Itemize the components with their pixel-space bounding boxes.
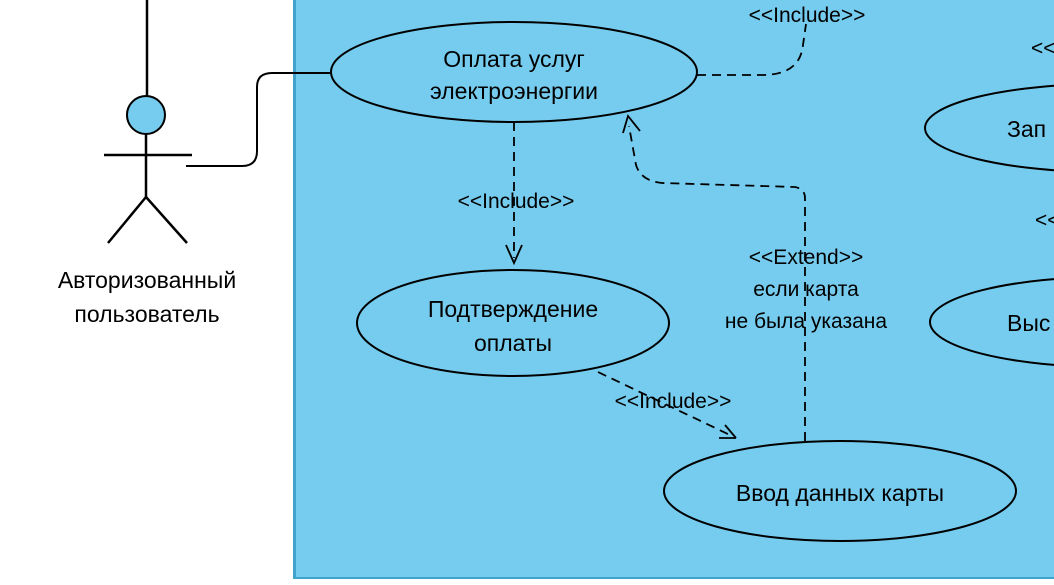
include-top-label: <<Include>> — [748, 4, 866, 27]
use-case-card[interactable] — [663, 440, 1017, 542]
use-case-right-bottom-partial[interactable] — [929, 277, 1054, 367]
use-case-pay-label: Оплата услуг электроэнергии — [430, 46, 598, 104]
use-case-card-label: Ввод данных карты — [735, 480, 945, 506]
include-confirm-card-label: <<Include>> — [614, 390, 732, 413]
extend-connector-card-pay[interactable] — [622, 114, 806, 441]
include-pay-confirm-label: <<Include>> — [457, 190, 575, 213]
include-connector-top[interactable] — [697, 23, 807, 76]
partial-include-top-label: << — [1031, 37, 1054, 60]
association-actor-pay[interactable] — [186, 72, 331, 167]
use-case-confirm-label: Подтверждение оплаты — [427, 296, 599, 356]
include-connector-confirm-card[interactable] — [597, 371, 737, 439]
use-case-right-top-label: Зап — [1007, 116, 1047, 142]
use-case-right-bottom-label: Выс — [1007, 310, 1051, 336]
use-case-right-top-partial[interactable] — [924, 84, 1054, 172]
extend-label: <<Extend>> если карта не была указана — [724, 246, 888, 333]
actor-label: Авторизованный пользователь — [57, 267, 237, 327]
actor-head — [126, 95, 166, 135]
actor-authorized-user[interactable] — [104, 0, 192, 244]
actor-left-leg — [107, 196, 147, 244]
use-case-confirm[interactable] — [356, 269, 670, 377]
actor-right-leg — [145, 196, 188, 244]
partial-include-mid-label: << — [1035, 209, 1054, 232]
include-connector-pay-confirm[interactable] — [505, 122, 523, 266]
